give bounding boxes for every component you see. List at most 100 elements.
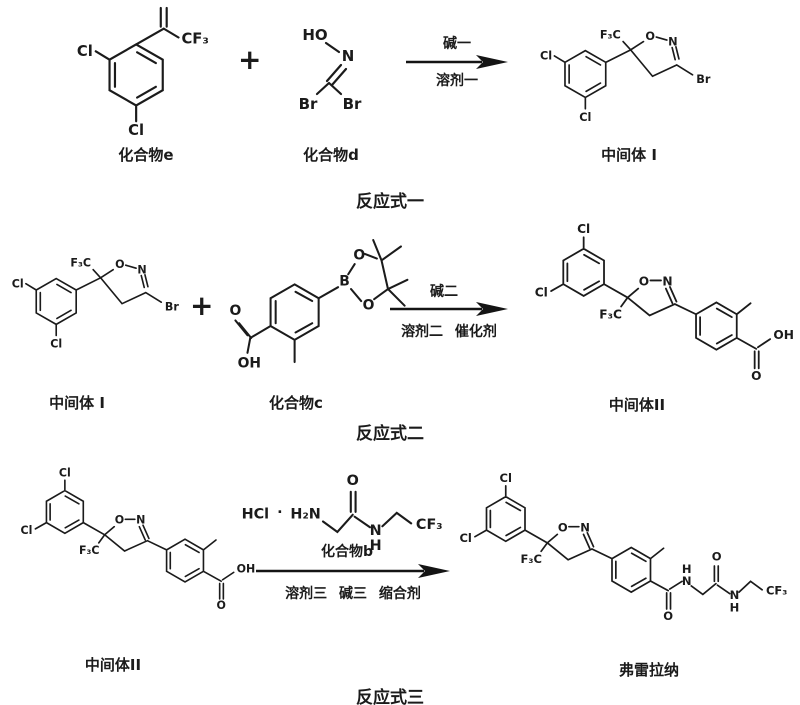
atom-label-oh: OH — [237, 562, 256, 575]
atom-label-cl: Cl — [77, 43, 93, 60]
atom-label-o: O — [645, 29, 655, 43]
atom-label-cl: Cl — [459, 531, 471, 545]
structure-compound-b: HCl · H₂N O N H CF₃ — [242, 473, 443, 554]
bond-lines — [94, 6, 180, 123]
atom-label-f3c: F₃C — [521, 552, 542, 566]
atom-label-cl: Cl — [577, 222, 590, 236]
atom-label-cl: Cl — [128, 122, 144, 139]
structure-intermediate-2: Cl Cl F₃C O N O OH — [21, 467, 256, 613]
atom-label-o: O — [353, 247, 365, 263]
reaction-arrow-2 — [390, 302, 508, 316]
atom-label-o: O — [115, 514, 124, 527]
atom-label-f3c: F₃C — [70, 257, 91, 270]
arrow-head — [418, 564, 450, 578]
condition-above-1: 碱一 — [443, 36, 471, 52]
bond-lines — [474, 485, 763, 610]
plus-sign: + — [238, 43, 262, 76]
atom-label-br: Br — [165, 300, 179, 313]
condition-below-3: 溶剂三 碱三 缩合剂 — [285, 586, 421, 602]
reaction-title-1: 反应式一 — [356, 192, 424, 212]
atom-label-h: H — [730, 600, 740, 614]
atom-label-dot: · — [277, 505, 282, 521]
reaction-arrow-1 — [406, 55, 508, 69]
atom-label-cl: Cl — [59, 467, 71, 480]
bond-lines — [321, 490, 413, 534]
reaction-arrow-3 — [256, 564, 450, 578]
atom-label-cl: Cl — [535, 286, 548, 300]
structure-compound-d: HO N Br Br — [299, 26, 362, 113]
caption-compound-c: 化合物c — [269, 394, 323, 412]
atom-label-f3c: F₃C — [599, 308, 622, 322]
structure-fluralaner: Cl Cl F₃C O N O H N O N H CF₃ — [459, 471, 787, 623]
structure-intermediate-1: Cl Cl F₃C O N Br — [540, 28, 711, 124]
atom-label-n: N — [662, 274, 672, 288]
atom-label-n: N — [580, 520, 590, 534]
atom-label-n: N — [370, 523, 382, 539]
atom-label-br: Br — [299, 95, 318, 113]
structure-compound-c: O OH B O O — [230, 239, 409, 372]
caption-compound-e: 化合物e — [118, 146, 174, 164]
atom-label-h2n: H₂N — [290, 507, 320, 523]
atom-label-cf3: CF₃ — [181, 30, 208, 47]
caption-compound-b: 化合物b — [320, 544, 374, 560]
caption-fluralaner: 弗雷拉纳 — [618, 661, 680, 679]
atom-label-o: O — [712, 550, 722, 564]
atom-label-o: O — [363, 297, 375, 313]
atom-label-o: O — [216, 599, 225, 612]
atom-label-o: O — [558, 520, 568, 534]
atom-label-cl: Cl — [579, 110, 591, 124]
atom-label-cl: Cl — [12, 277, 24, 290]
atom-label-cl: Cl — [540, 49, 552, 63]
atom-label-n: N — [730, 588, 740, 602]
bond-lines — [234, 239, 409, 364]
arrow-head — [476, 302, 508, 316]
reaction-title-2: 反应式二 — [356, 424, 424, 444]
atom-label-hcl: HCl — [242, 507, 269, 523]
condition-above-2: 碱二 — [430, 284, 458, 300]
atom-label-o: O — [663, 609, 673, 623]
bond-lines — [25, 264, 163, 337]
atom-label-oh: OH — [238, 356, 261, 372]
atom-label-cl: Cl — [500, 471, 512, 485]
caption-intermediate-1: 中间体 I — [49, 394, 105, 412]
structure-intermediate-1: Cl Cl F₃C O N Br — [12, 257, 180, 351]
condition-below-1: 溶剂一 — [436, 73, 478, 89]
bond-lines — [553, 36, 694, 110]
caption-intermediate-2: 中间体II — [84, 656, 142, 674]
atom-label-n: N — [137, 263, 146, 276]
bond-lines — [315, 41, 348, 96]
plus-sign: + — [190, 289, 214, 322]
bond-lines — [34, 479, 235, 600]
atom-label-o: O — [115, 258, 124, 271]
atom-label-br: Br — [696, 72, 711, 86]
atom-label-h: H — [682, 562, 692, 576]
atom-label-f3c: F₃C — [600, 28, 621, 42]
reaction-title-3: 反应式三 — [356, 688, 424, 705]
arrow-head — [476, 55, 508, 69]
atom-label-ho: HO — [302, 26, 327, 44]
caption-intermediate-1: 中间体 I — [601, 146, 657, 164]
caption-compound-d: 化合物d — [303, 146, 359, 164]
atom-label-f3c: F₃C — [79, 544, 100, 557]
atom-label-cl: Cl — [50, 337, 62, 350]
atom-label-b: B — [339, 273, 350, 289]
atom-label-o: O — [230, 303, 242, 319]
atom-label-br: Br — [343, 95, 362, 113]
atom-label-cl: Cl — [21, 524, 33, 537]
structure-intermediate-2: Cl Cl F₃C O N O OH — [535, 222, 794, 383]
bond-lines — [550, 236, 772, 370]
atom-label-o: O — [639, 274, 649, 288]
caption-intermediate-2: 中间体II — [608, 396, 666, 414]
atom-label-oh: OH — [773, 328, 794, 342]
atom-label-o: O — [751, 369, 761, 383]
atom-label-n: N — [136, 514, 145, 527]
structure-compound-e: Cl Cl CF₃ — [77, 6, 209, 139]
atom-label-cf3: CF₃ — [766, 583, 787, 597]
atom-label-n: N — [682, 574, 692, 588]
atom-label-o: O — [347, 473, 359, 489]
condition-below-2: 溶剂二 催化剂 — [401, 324, 497, 340]
atom-label-h: H — [370, 538, 382, 554]
atom-label-cf3: CF₃ — [416, 517, 443, 533]
atom-label-n: N — [342, 47, 355, 65]
